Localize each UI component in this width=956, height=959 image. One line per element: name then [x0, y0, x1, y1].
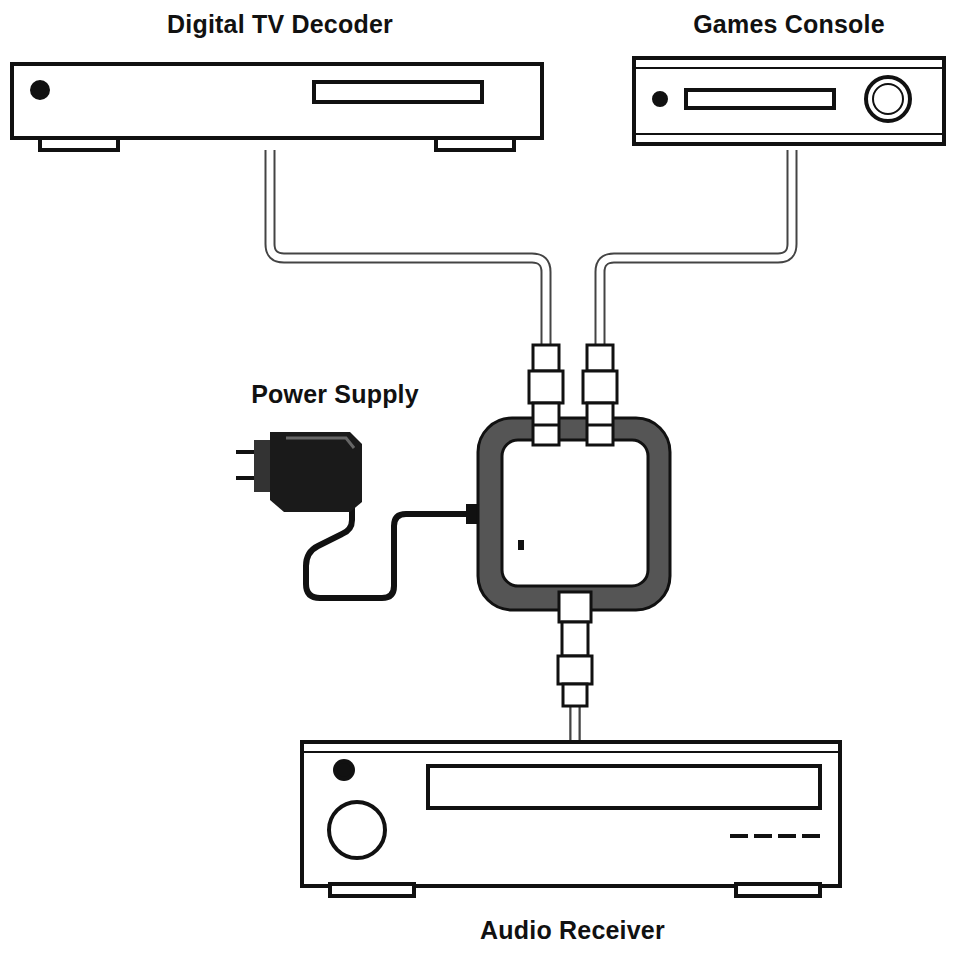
device-node: Power Supply	[206, 380, 464, 520]
device-label: Digital TV Decoder	[6, 10, 554, 39]
device-label: Games Console	[624, 10, 954, 39]
hdmi-plug	[558, 592, 592, 706]
power-adapter	[236, 432, 362, 512]
console-device	[634, 58, 944, 144]
cable-fill	[575, 150, 792, 742]
receiver-device	[302, 742, 840, 896]
power-cord	[306, 500, 480, 598]
device-node: Games Console	[624, 4, 954, 150]
device-node: Digital TV Decoder	[6, 4, 554, 150]
hdmi-plug	[529, 345, 617, 445]
device-node: Audio Receiver	[296, 740, 849, 950]
hdmi-switch	[478, 418, 670, 610]
device-label: Power Supply	[206, 380, 464, 409]
hdmi-cable	[575, 150, 792, 742]
decoder-device	[12, 64, 542, 150]
device-label: Audio Receiver	[296, 916, 849, 945]
cable-outline	[575, 150, 792, 742]
